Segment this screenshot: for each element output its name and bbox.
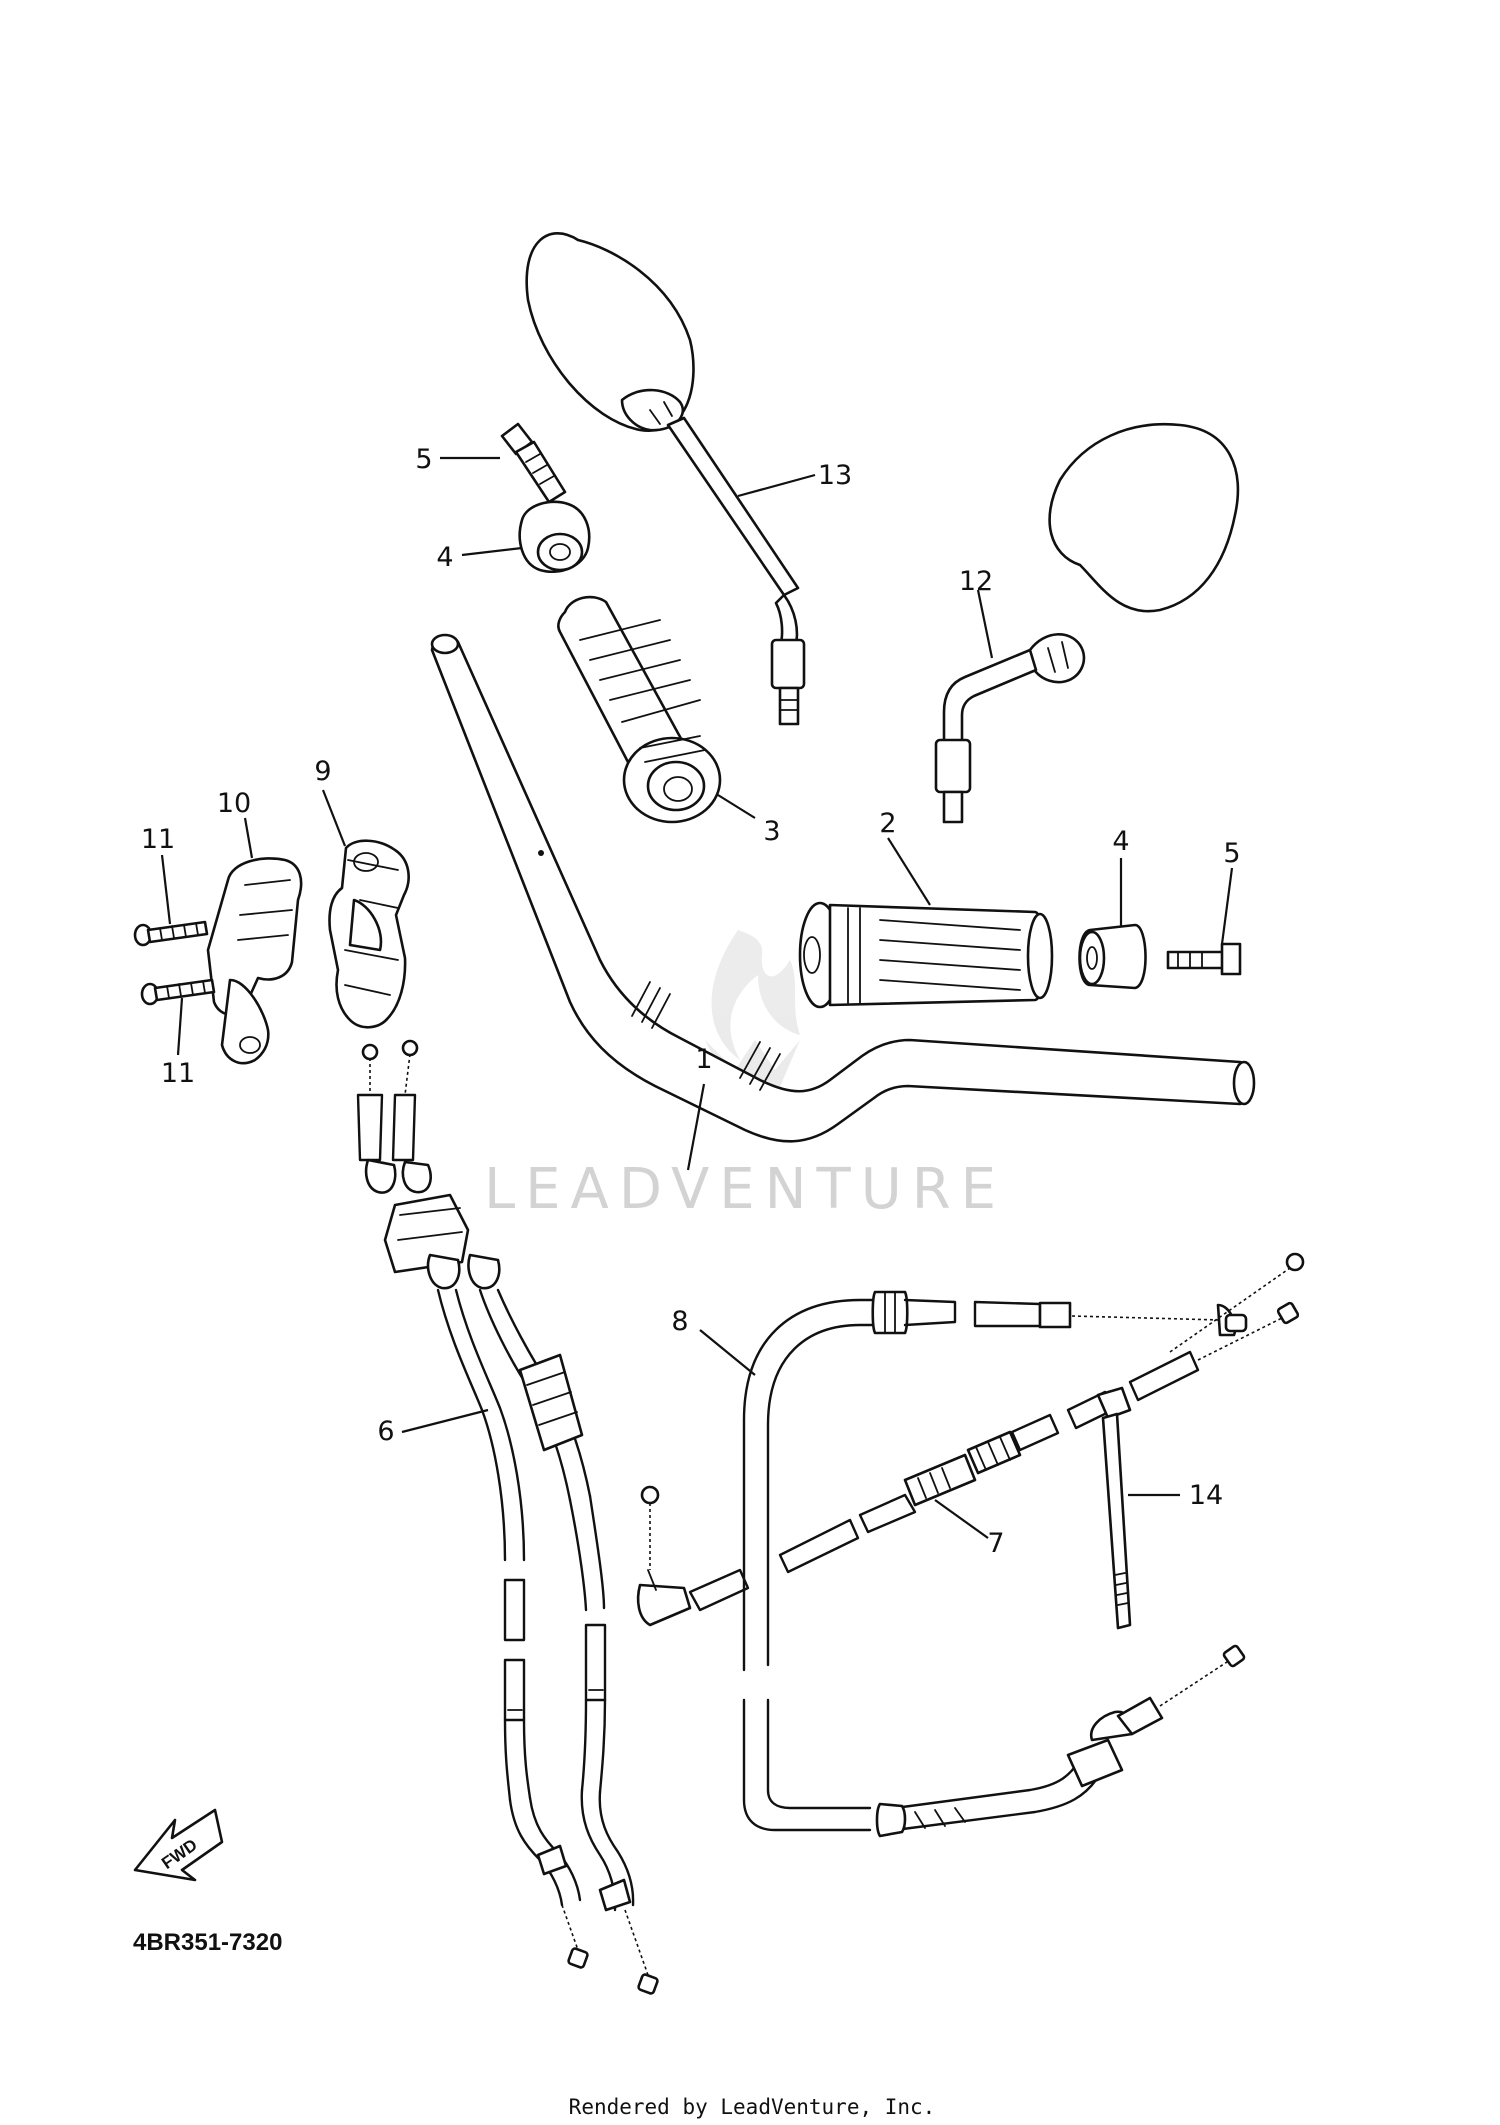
part-2-grip[interactable] — [798, 901, 1054, 1009]
callout-6: 6 — [377, 1416, 394, 1447]
part-9-holder-lower[interactable] — [328, 839, 410, 1029]
leader-lines — [160, 456, 1234, 1539]
part-10-holder-upper[interactable] — [206, 857, 303, 1065]
part-12-mirror-right[interactable] — [934, 422, 1240, 824]
callout-11-top: 11 — [141, 824, 175, 855]
fwd-arrow-icon: FWD — [133, 1808, 224, 1882]
callout-3: 3 — [763, 816, 780, 847]
callout-2: 2 — [879, 808, 896, 839]
callout-7: 7 — [987, 1528, 1004, 1559]
part-6-throttle-cable[interactable] — [356, 1039, 659, 1995]
callout-5-right: 5 — [1223, 838, 1240, 869]
part-11-screw-top[interactable] — [133, 920, 209, 947]
callout-11-bottom: 11 — [161, 1058, 195, 1089]
part-4-collar-right[interactable] — [1078, 923, 1147, 990]
callout-13: 13 — [818, 460, 852, 491]
part-13-mirror-left[interactable] — [525, 232, 806, 726]
diagram-code: 4BR351-7320 — [133, 1929, 282, 1956]
callout-8: 8 — [671, 1306, 688, 1337]
part-3-throttle-grip[interactable] — [557, 595, 722, 824]
part-5-bolt-right[interactable] — [1166, 942, 1242, 976]
callout-12: 12 — [959, 566, 993, 597]
callout-9: 9 — [314, 756, 331, 787]
part-5-bolt-left[interactable] — [500, 422, 567, 504]
part-1-handlebar[interactable] — [430, 633, 1256, 1143]
callout-numbers: 1 2 3 4 4 5 5 6 7 8 9 10 11 11 12 13 14 — [141, 444, 1241, 1559]
callout-10: 10 — [217, 788, 251, 819]
callout-14: 14 — [1189, 1480, 1223, 1511]
part-11-screw-bottom[interactable] — [140, 978, 216, 1006]
part-8-clutch-cable[interactable] — [742, 1290, 1248, 1838]
part-4-collar-left[interactable] — [518, 500, 591, 574]
part-7-brake-cable[interactable] — [636, 1252, 1305, 1627]
callout-1: 1 — [695, 1044, 712, 1075]
render-credit: Rendered by LeadVenture, Inc. — [569, 2095, 936, 2119]
callout-4-right: 4 — [1112, 826, 1129, 857]
watermark-text: LEADVENTURE — [484, 1157, 1006, 1222]
part-14-cable-tie[interactable] — [1096, 1386, 1132, 1630]
callout-5-left: 5 — [415, 444, 432, 475]
callout-4-left: 4 — [436, 542, 453, 573]
